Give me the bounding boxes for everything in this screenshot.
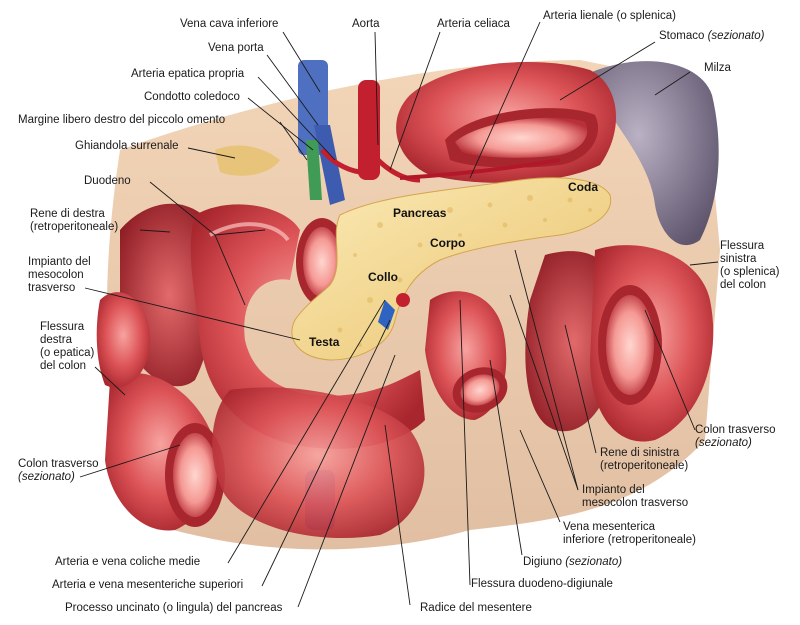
collo-label: Collo [368,270,398,284]
vena-porta [314,125,345,205]
label-arteria-coliche: Arteria e vena coliche medie [55,556,201,568]
label-aorta: Aorta [352,18,380,30]
coda-label: Coda [568,180,598,194]
testa-label: Testa [309,335,340,349]
label-impianto-mesocolon-right: Impianto del mesocolon trasverso [582,484,689,509]
label-milza: Milza [704,62,731,74]
label-rene-destra: Rene di destra (retroperitoneale) [30,208,119,233]
arteria-epatica [320,148,361,175]
label-flessura-duodeno: Flessura duodeno-digiunale [471,578,613,590]
label-condotto-coledoco: Condotto coledoco [144,91,240,103]
label-arteria-epatica: Arteria epatica propria [131,68,245,80]
arteria-celiaca [367,148,421,183]
label-duodeno: Duodeno [84,175,131,187]
label-arteria-celiaca: Arteria celiaca [437,18,510,30]
label-impianto-mesocolon-left: Impianto del mesocolon trasverso [28,256,91,294]
label-margine-libero: Margine libero destro del piccolo omento [18,114,226,126]
label-colon-trasverso-right: Colon trasverso (sezionato) [695,424,776,449]
label-vena-mesenterica: Vena mesenterica inferiore (retroperiton… [563,521,696,546]
leader-lines [79,21,719,608]
pancreas-label: Pancreas [393,206,447,220]
corpo-label: Corpo [430,236,466,250]
label-processo-uncinato: Processo uncinato (o lingula) del pancre… [65,602,283,614]
label-rene-sinistra: Rene di sinistra (retroperitoneale) [600,447,689,472]
label-colon-trasverso-left: Colon trasverso (sezionato) [18,458,99,483]
label-digiuno: Digiuno (sezionato) [523,556,623,568]
label-flessura-destra: Flessura destra (o epatica) del colon [40,321,95,372]
label-flessura-sinistra: Flessura sinistra (o splenica) del colon [720,240,780,291]
pancreas [291,177,612,361]
flessura-destra [96,292,150,388]
label-arteria-mesenteriche: Arteria e vena mesenteriche superiori [52,579,244,591]
milza [585,61,719,246]
vasi-mesenterici [378,300,395,330]
duodeno [190,204,425,449]
condotto-coledoco [306,140,322,200]
arteria-lienale [399,158,561,180]
ghiandola-surrenale [215,145,280,176]
label-arteria-lienale: Arteria lienale (o splenica) [543,10,676,22]
label-ghiandola-surrenale: Ghiandola surrenale [75,140,179,152]
label-stomaco: Stomaco (sezionato) [659,30,765,42]
pancreas-texture [313,195,592,347]
label-vena-porta: Vena porta [208,42,264,54]
label-vena-cava-inferiore: Vena cava inferiore [180,18,279,30]
label-radice-mesentere: Radice del mesentere [420,602,532,614]
